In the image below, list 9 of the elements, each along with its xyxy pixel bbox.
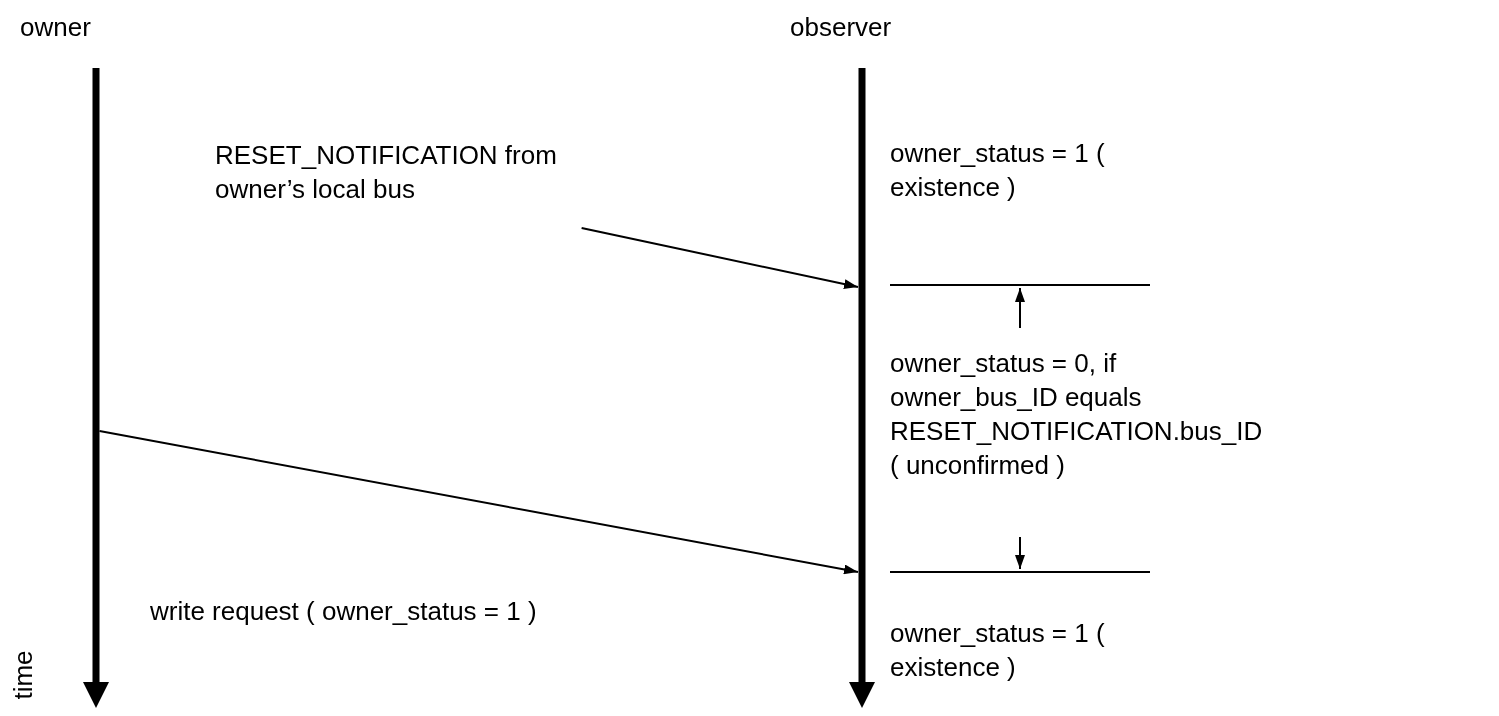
message-text: RESET_NOTIFICATION from owner’s local bus [215, 122, 605, 228]
message-arrow [580, 227, 859, 289]
lifeline-title: owner [20, 11, 91, 44]
lifeline-title: observer [790, 11, 892, 44]
state-text: owner_status = 1 ( existence ) [890, 137, 1106, 204]
state-text: owner_status = 0, if owner_bus_ID equals RESET_NOTIFICATION.bus_ID ( unconfirmed ) [890, 347, 1264, 482]
axis-label: time [6, 650, 39, 700]
state-text: owner_status = 1 ( existence ) [890, 617, 1106, 684]
message-arrow [98, 430, 859, 575]
